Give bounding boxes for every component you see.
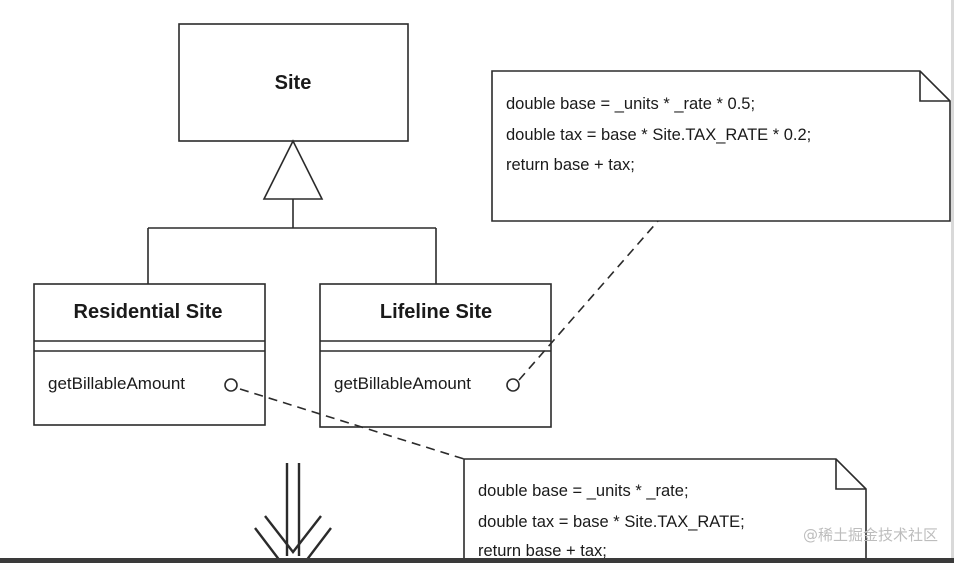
refactor-arrow — [254, 463, 332, 563]
residential-note-line-1: double base = _units * _rate; — [478, 482, 689, 500]
lifeline-site-class-name: Lifeline Site — [380, 301, 492, 323]
residential-note-line-3: return base + tax; — [478, 542, 607, 560]
watermark: @稀土掘金技术社区 — [802, 526, 938, 544]
right-border — [951, 0, 954, 563]
lifeline-note-line-3: return base + tax; — [506, 156, 635, 174]
inheritance-arrow — [147, 139, 437, 284]
residential-note: double base = _units * _rate; double tax… — [463, 458, 867, 563]
lifeline-site-class: Lifeline Site getBillableAmount — [319, 283, 552, 428]
lifeline-note-line-2: double tax = base * Site.TAX_RATE * 0.2; — [506, 126, 811, 144]
lifeline-note-connector — [518, 220, 659, 381]
site-class-name: Site — [275, 72, 312, 94]
residential-method: getBillableAmount — [48, 374, 185, 393]
bottom-border — [0, 558, 954, 563]
residential-site-class-name: Residential Site — [74, 301, 223, 323]
lifeline-method: getBillableAmount — [334, 374, 471, 393]
lifeline-note-line-1: double base = _units * _rate * 0.5; — [506, 95, 755, 113]
residential-site-class: Residential Site getBillableAmount — [33, 283, 266, 426]
lifeline-note: double base = _units * _rate * 0.5; doub… — [491, 70, 951, 222]
residential-method-marker — [224, 378, 238, 392]
lifeline-method-marker — [506, 378, 520, 392]
residential-note-connector — [239, 388, 465, 460]
site-class: Site — [178, 23, 409, 142]
residential-note-line-2: double tax = base * Site.TAX_RATE; — [478, 513, 745, 531]
